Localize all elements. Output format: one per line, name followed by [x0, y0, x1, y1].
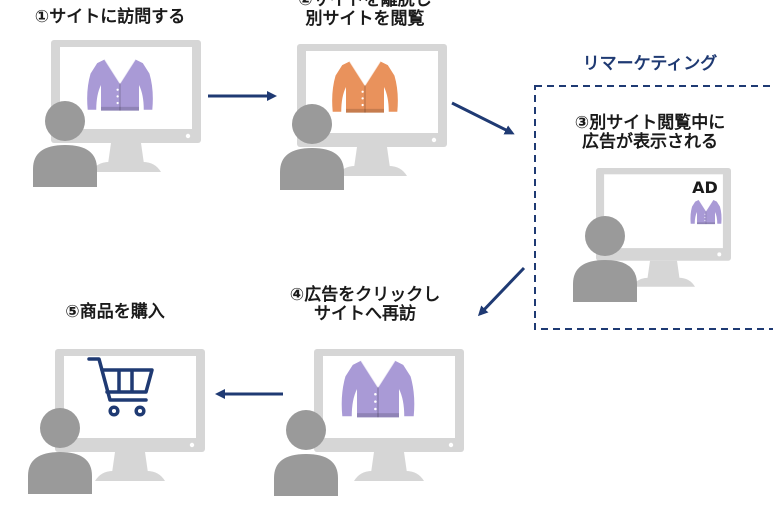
step4-scene: [274, 349, 464, 496]
step5-label: ⑤商品を購入: [65, 302, 165, 322]
step3-label: ③別サイト閲覧中に 広告が表示される: [550, 114, 750, 152]
ad-label: AD: [692, 178, 718, 197]
step4-label-line1: ④広告をクリックし: [289, 285, 441, 305]
step3-label-line1: ③別サイト閲覧中に: [574, 113, 726, 133]
step1-label: ①サイトに訪問する: [34, 7, 186, 27]
step3-label-line2: 広告が表示される: [582, 132, 718, 152]
arrow-icon: [477, 266, 526, 317]
step2-label-line2: 別サイトを閲覧: [305, 9, 425, 29]
step5-scene: [28, 349, 205, 494]
step2-scene: [280, 44, 447, 190]
remarketing-label: リマーケティング: [582, 54, 718, 74]
step2-label-line1: ②サイトを離脱し: [298, 0, 432, 10]
step4-label: ④広告をクリックし サイトへ再訪: [265, 286, 465, 324]
step2-label: ②サイトを離脱し 別サイトを閲覧: [270, 0, 460, 29]
step3-scene: AD: [573, 168, 731, 302]
shopping-cart-icon: [87, 357, 154, 417]
arrow-icon: [451, 101, 515, 135]
step4-label-line2: サイトへ再訪: [314, 304, 416, 324]
remarketing-box: [534, 85, 773, 330]
step1-scene: [33, 40, 201, 187]
